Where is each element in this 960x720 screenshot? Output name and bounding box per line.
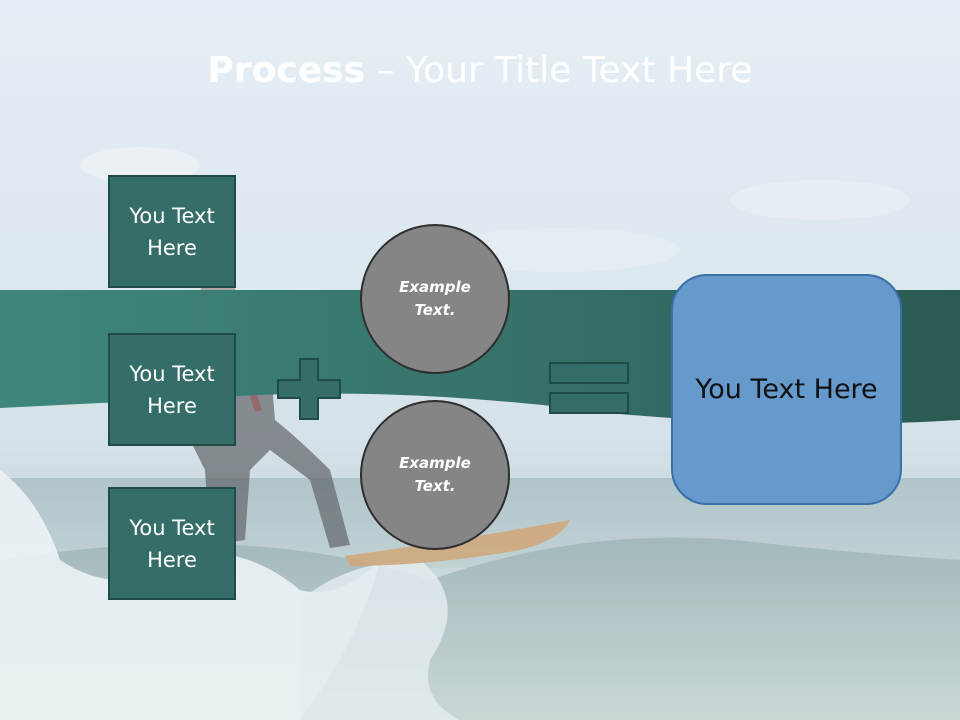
example-circle-1[interactable]: Example Text.	[360, 224, 510, 374]
equals-icon	[549, 362, 629, 414]
plus-icon	[277, 358, 341, 420]
example-circle-2[interactable]: Example Text.	[360, 400, 510, 550]
result-box-label: You Text Here	[695, 374, 878, 405]
page-title: Process – Your Title Text Here	[0, 50, 960, 91]
text-box-label: You Text Here	[129, 203, 215, 260]
text-box-label: You Text Here	[129, 361, 215, 418]
text-box-1[interactable]: You Text Here	[108, 175, 236, 288]
result-box[interactable]: You Text Here	[671, 274, 902, 505]
circle-label: Example Text.	[399, 278, 471, 319]
text-box-3[interactable]: You Text Here	[108, 487, 236, 600]
title-rest: – Your Title Text Here	[365, 50, 753, 91]
text-box-2[interactable]: You Text Here	[108, 333, 236, 446]
text-box-label: You Text Here	[129, 515, 215, 572]
circle-label: Example Text.	[399, 454, 471, 495]
title-bold: Process	[207, 50, 366, 91]
